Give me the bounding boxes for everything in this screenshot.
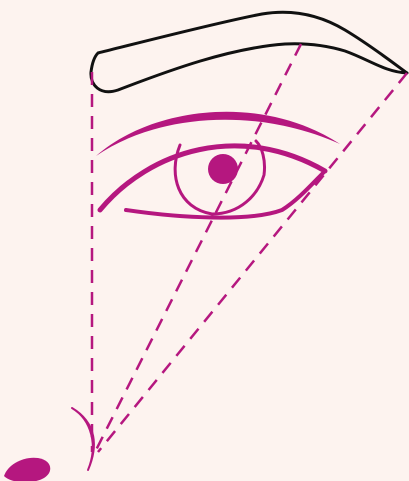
nose-bridge-line: [72, 408, 94, 470]
nose-icon: [4, 408, 94, 481]
nostril: [4, 458, 50, 481]
arch-guide: [95, 44, 301, 452]
eye-crease-line: [96, 112, 340, 156]
pupil: [208, 154, 238, 184]
eyebrow-icon: [91, 12, 407, 91]
